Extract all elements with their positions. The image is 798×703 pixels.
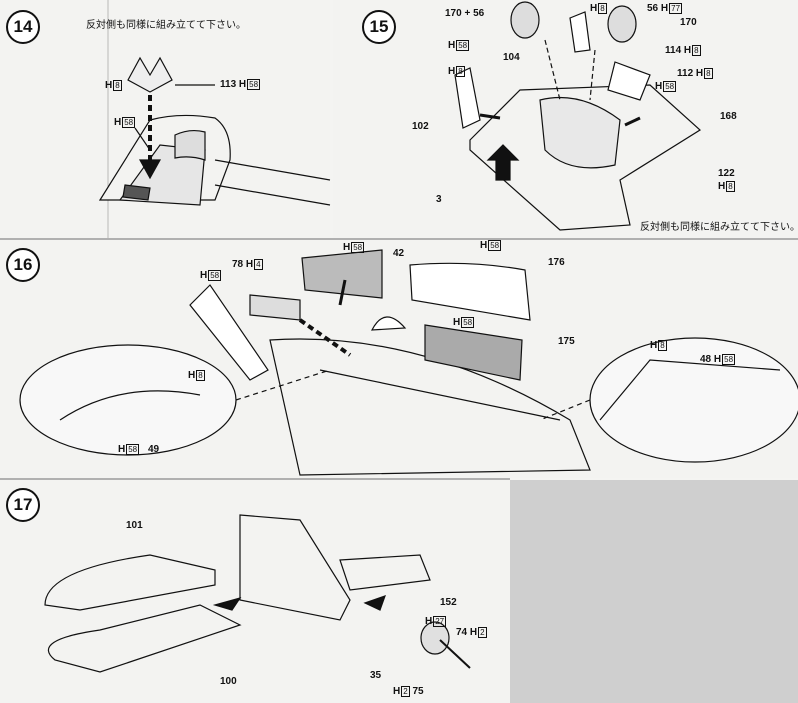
- step16-fuselage: [19, 249, 798, 476]
- part-175: 175: [558, 336, 575, 347]
- part-170: 170: [680, 17, 697, 28]
- part-100: 100: [220, 676, 237, 687]
- note-both-sides-15: 反対側も同様に組み立てて下さい。: [640, 222, 798, 233]
- part-104: 104: [503, 52, 520, 63]
- step17-tail-wings: [44, 514, 471, 673]
- part-102: 102: [412, 121, 429, 132]
- part-42: 42: [393, 248, 405, 259]
- blank-gray-area: [510, 480, 798, 703]
- step14-cockpit: [98, 56, 331, 206]
- step-number-14: 14: [6, 10, 40, 44]
- part-122: 122: [718, 168, 735, 179]
- part-35: 35: [370, 670, 382, 681]
- part-170-56: 170 + 56: [445, 8, 485, 19]
- part-152: 152: [440, 597, 457, 608]
- part-49: 49: [148, 444, 160, 455]
- step-number-16: 16: [6, 248, 40, 282]
- part-3: 3: [436, 194, 442, 205]
- step-number-15: 15: [362, 10, 396, 44]
- part-176: 176: [548, 257, 565, 268]
- step-number-17: 17: [6, 488, 40, 522]
- part-101: 101: [126, 520, 143, 531]
- note-both-sides-14: 反対側も同様に組み立てて下さい。: [86, 20, 246, 31]
- part-168: 168: [720, 111, 737, 122]
- step15-wing-gear: [454, 1, 701, 231]
